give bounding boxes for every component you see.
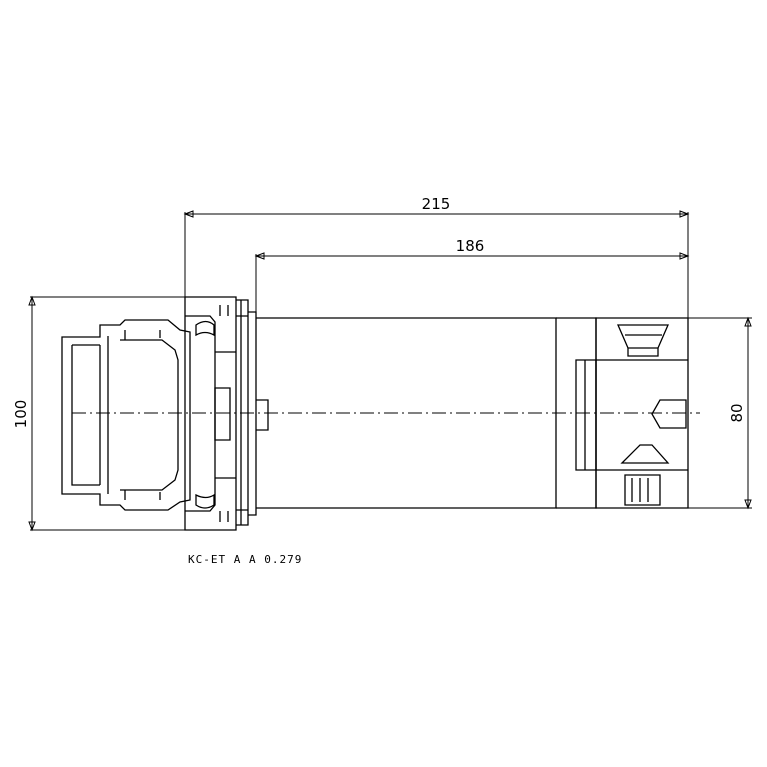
- part-note: KC-ET A A 0.279: [188, 553, 302, 566]
- dimension-overall-length: 215: [183, 195, 690, 318]
- collar: [184, 296, 237, 531]
- flange-diameter-label: 100: [12, 400, 30, 429]
- dimension-head-diameter: 80: [688, 316, 752, 510]
- head: [575, 317, 689, 509]
- overall-length-label: 215: [422, 195, 451, 213]
- dimension-flange-diameter: 100: [12, 295, 185, 532]
- dimension-body-length: 186: [254, 237, 690, 312]
- head-diameter-label: 80: [728, 403, 746, 422]
- left-flange: [61, 319, 191, 511]
- body-length-label: 186: [456, 237, 485, 255]
